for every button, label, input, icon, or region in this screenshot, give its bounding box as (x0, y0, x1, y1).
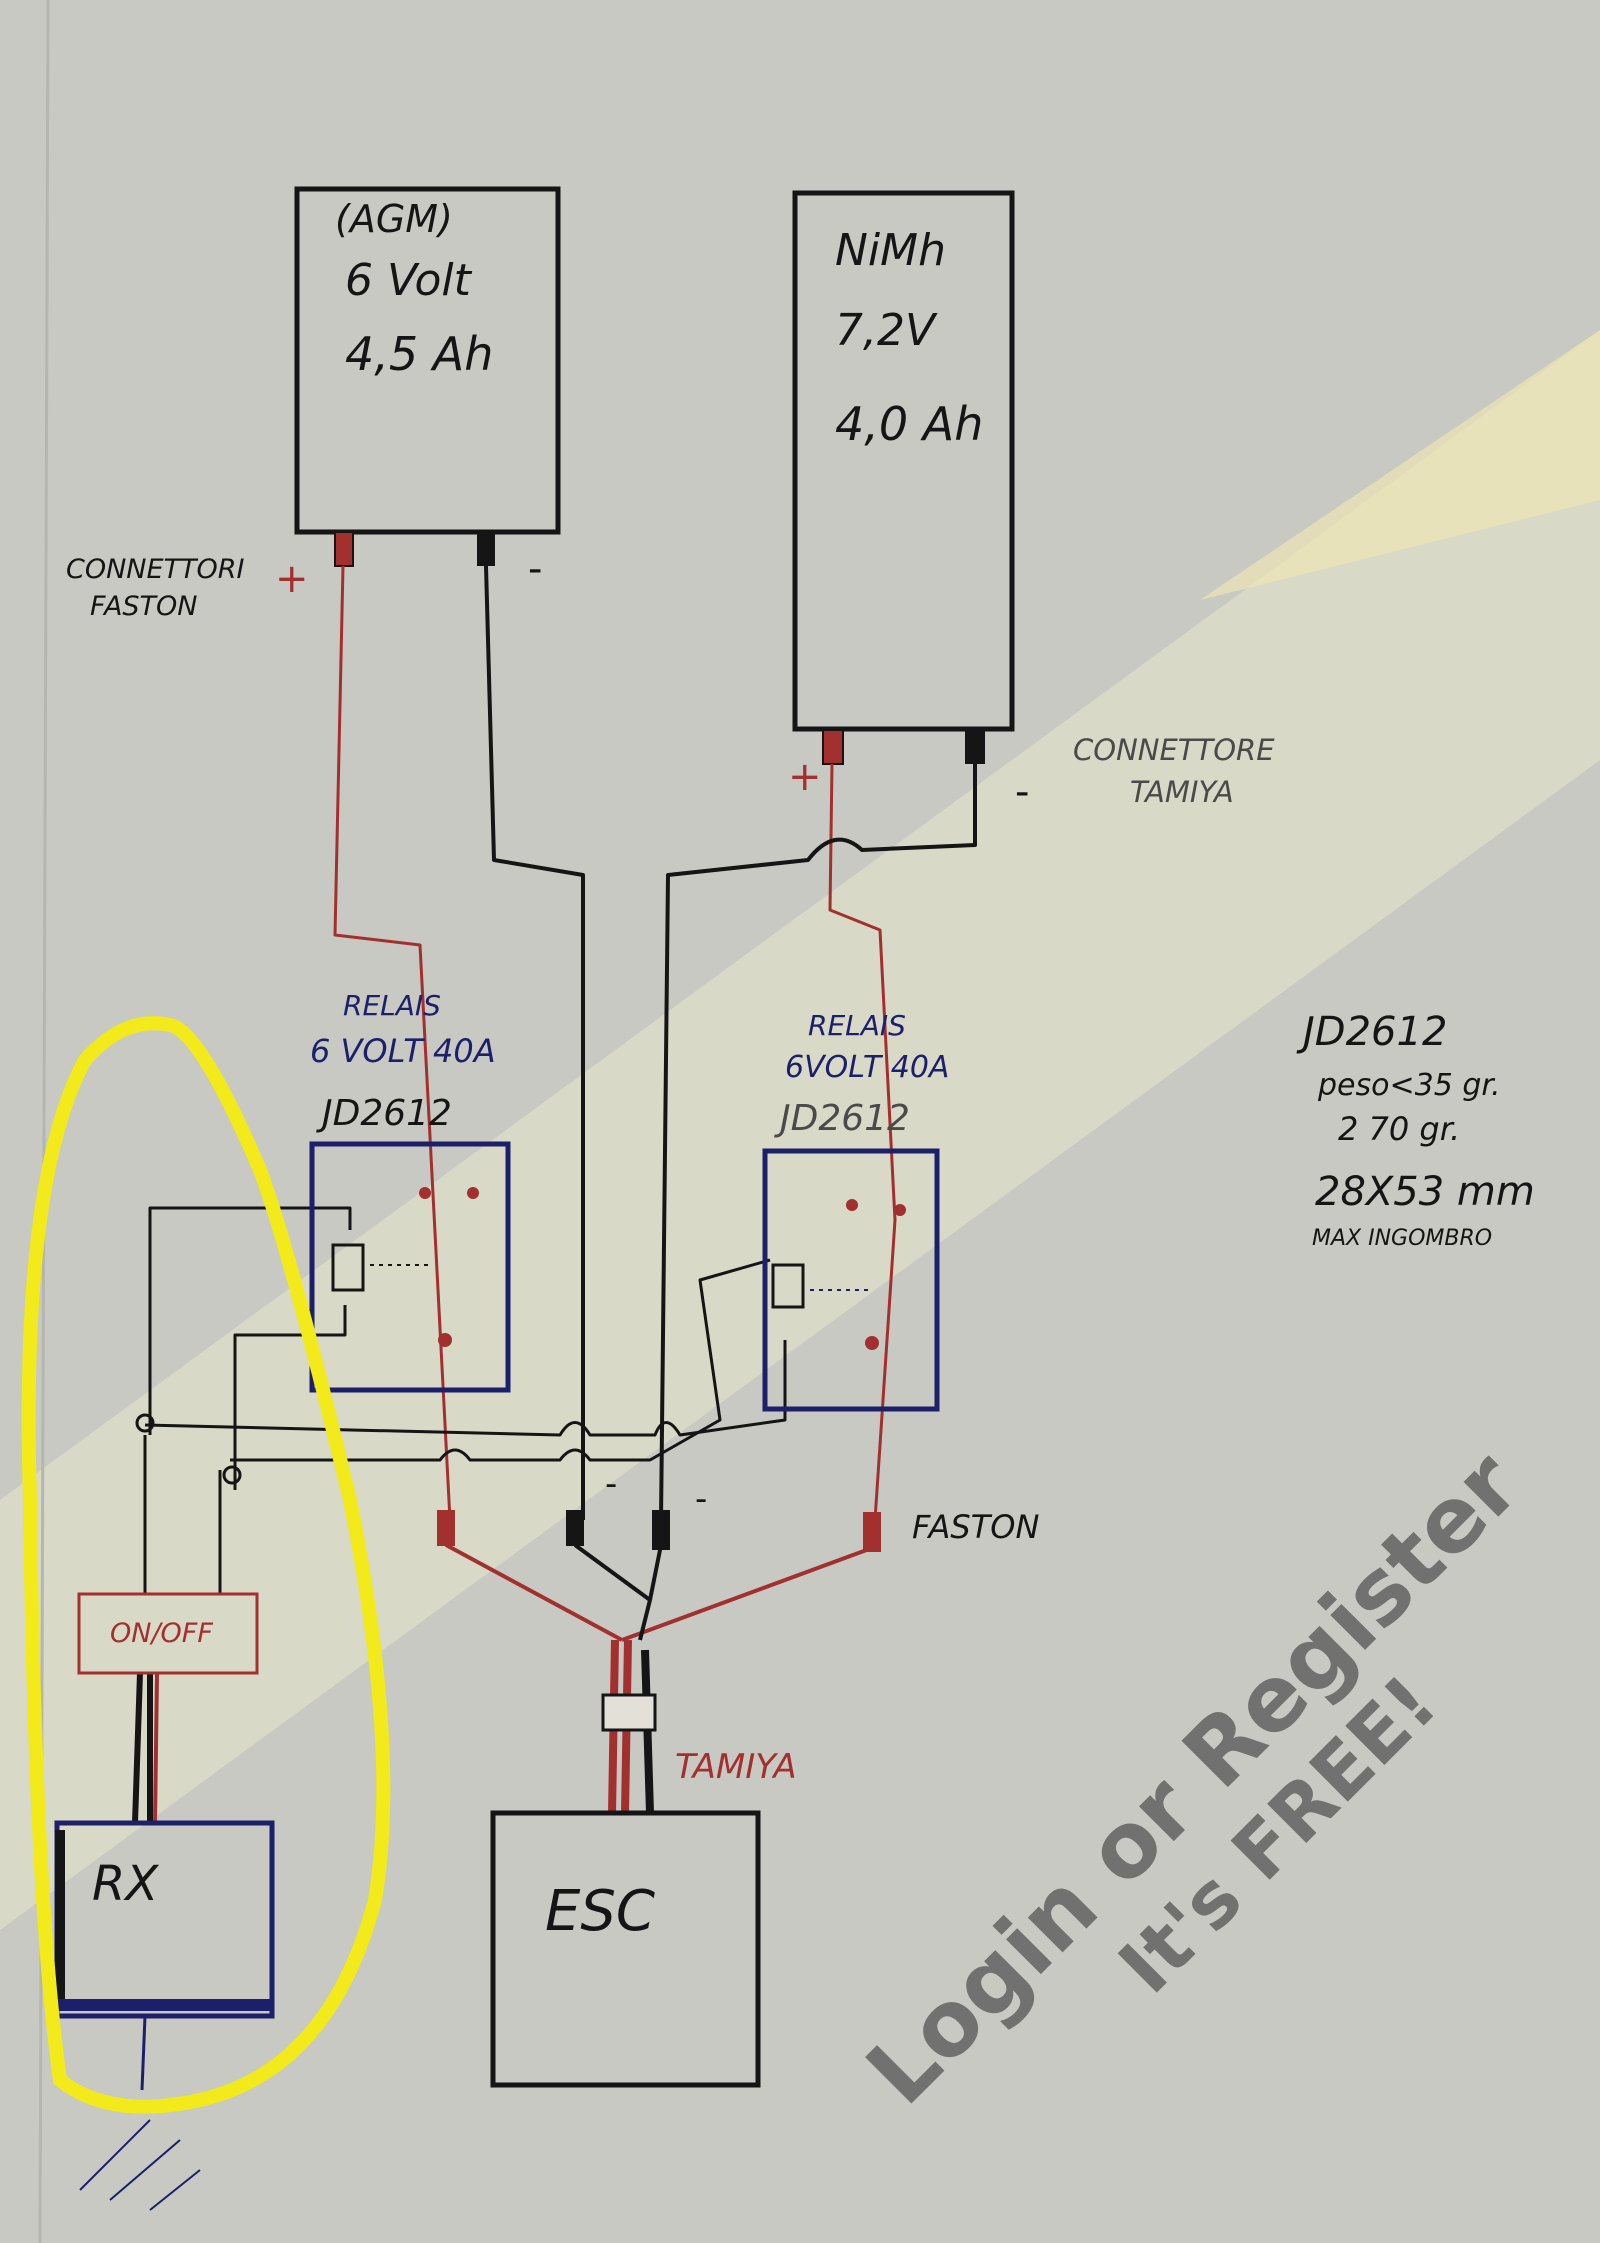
notes-weight-two: 2 70 gr. (1338, 1110, 1460, 1148)
notes-weight: peso<35 gr. (1317, 1068, 1501, 1103)
notes-size: 28X53 mm (1315, 1169, 1535, 1215)
battery-type: NiMh (835, 225, 946, 276)
faston-label: FASTON (912, 1508, 1039, 1546)
minus-sign: - (695, 1479, 707, 1519)
on-off-switch: ON/OFF (77, 1592, 259, 1675)
faston-connectors-label: CONNETTORI (66, 554, 245, 585)
on-off-label: ON/OFF (110, 1618, 213, 1649)
battery-agm: (AGM) 6 Volt 4,5 Ah (294, 186, 561, 535)
faston-connector (863, 1512, 881, 1552)
highlight-ellipse (21, 1016, 391, 2114)
rx-receiver: RX (54, 1820, 275, 2019)
tamiya-connector-positive (822, 729, 844, 765)
relay-spec: 6VOLT 40A (785, 1050, 949, 1085)
tamiya-label: TAMIYA (675, 1747, 797, 1787)
battery-capacity: 4,5 Ah (345, 327, 493, 381)
battery-type: (AGM) (335, 197, 453, 241)
relay-coil-icon (331, 1243, 365, 1292)
faston-connector (566, 1510, 584, 1546)
minus-sign: - (605, 1464, 617, 1504)
relay-title: RELAIS (343, 989, 441, 1022)
plus-sign: + (275, 556, 309, 602)
esc-label: ESC (545, 1879, 655, 1944)
notes-model: JD2612 (1296, 1009, 1447, 1055)
battery-voltage: 6 Volt (345, 255, 473, 306)
tamiya-connector-label-2: TAMIYA (1130, 775, 1234, 809)
light-glare (1200, 330, 1600, 600)
tamiya-plug (601, 1693, 657, 1732)
relay-title: RELAIS (808, 1009, 906, 1042)
relay-1: RELAIS 6 VOLT 40A JD2612 (309, 989, 511, 1393)
tamiya-connector-negative (965, 730, 985, 764)
light-band (0, 330, 1600, 1930)
battery-nimh: NiMh 7,2V 4,0 Ah (792, 190, 1015, 732)
tamiya-connector-label: CONNETTORE (1073, 733, 1275, 767)
faston-connector-negative (477, 532, 495, 566)
relay-model: JD2612 (774, 1098, 910, 1139)
rx-label: RX (92, 1856, 159, 1912)
faston-connectors-label-2: FASTON (90, 591, 198, 622)
power-wires (132, 565, 977, 2091)
junction (222, 1465, 242, 1485)
plus-sign: + (788, 754, 822, 800)
battery-voltage: 7,2V (835, 305, 938, 356)
minus-sign: - (528, 546, 542, 592)
notes-size-note: MAX INGOMBRO (1312, 1226, 1492, 1251)
relay-spec: 6 VOLT 40A (310, 1032, 496, 1070)
faston-connector-positive (334, 531, 354, 567)
relay-2: RELAIS 6VOLT 40A JD2612 (762, 1009, 949, 1412)
antenna-sketch (79, 2119, 201, 2211)
minus-sign: - (1015, 769, 1029, 815)
battery-capacity: 4,0 Ah (835, 397, 983, 451)
faston-connector (437, 1510, 455, 1546)
relay-notes: JD2612 peso<35 gr. 2 70 gr. 28X53 mm MAX… (1296, 1009, 1535, 1251)
faston-connector (652, 1510, 670, 1550)
relay-coil-icon (771, 1263, 805, 1309)
junction (135, 1413, 155, 1433)
relay-model: JD2612 (316, 1093, 452, 1134)
esc-box: ESC (490, 1810, 761, 2088)
